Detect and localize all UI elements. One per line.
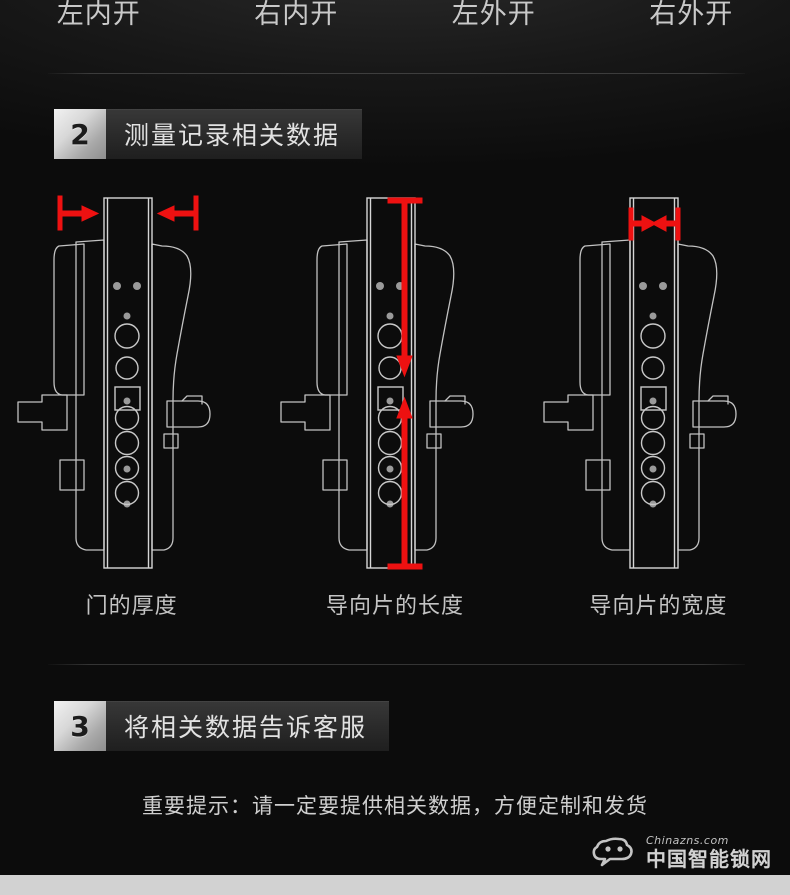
diagram-door-thickness: [0, 186, 263, 586]
watermark-chinese: 中国智能锁网: [646, 847, 772, 871]
section-header-step-3: 3 将相关数据告诉客服: [54, 701, 390, 751]
measurement-arrow-width: [628, 207, 681, 241]
door-direction-label-right-inward: 右内开: [254, 0, 339, 30]
measurement-arrow-length: [387, 197, 423, 570]
measurement-arrow-thickness: [57, 195, 199, 231]
section-title-step-3: 将相关数据告诉客服: [106, 701, 390, 751]
lock-side-view-svg-3: [543, 197, 737, 569]
watermark-text: Chinazns.com 中国智能锁网: [646, 835, 772, 869]
caption-door-thickness: 门的厚度: [85, 594, 178, 619]
diagram-guide-plate-width: [527, 186, 790, 586]
section-header-step-2: 2 测量记录相关数据: [54, 109, 363, 159]
caption-guide-plate-width: 导向片的宽度: [589, 594, 728, 619]
diagram-guide-plate-length: [263, 186, 526, 586]
door-direction-label-left-inward: 左内开: [56, 0, 141, 30]
diagram-caption-row: 门的厚度 导向片的长度 导向片的宽度: [0, 588, 790, 620]
lock-side-view-svg-2: [280, 197, 474, 570]
cloud-logo-icon: [592, 837, 633, 867]
door-direction-label-left-outward: 左外开: [451, 0, 536, 30]
caption-guide-plate-length: 导向片的长度: [325, 594, 464, 619]
section-title-step-2: 测量记录相关数据: [106, 109, 363, 159]
door-direction-label-row: 左内开 右内开 左外开 右外开: [0, 0, 790, 32]
divider-top: [48, 73, 745, 74]
important-notice-text: 重要提示：请一定要提供相关数据，方便定制和发货: [142, 794, 648, 818]
divider-middle: [48, 664, 745, 665]
watermark-english: Chinazns.com: [646, 834, 729, 847]
lock-side-view-svg-1: [17, 195, 211, 569]
section-number-badge-3: 3: [54, 701, 106, 751]
bottom-strip: [0, 875, 790, 895]
lock-diagram-row: [0, 186, 790, 586]
door-direction-label-right-outward: 右外开: [649, 0, 734, 30]
watermark: Chinazns.com 中国智能锁网: [592, 835, 772, 869]
section-number-badge-2: 2: [54, 109, 106, 159]
